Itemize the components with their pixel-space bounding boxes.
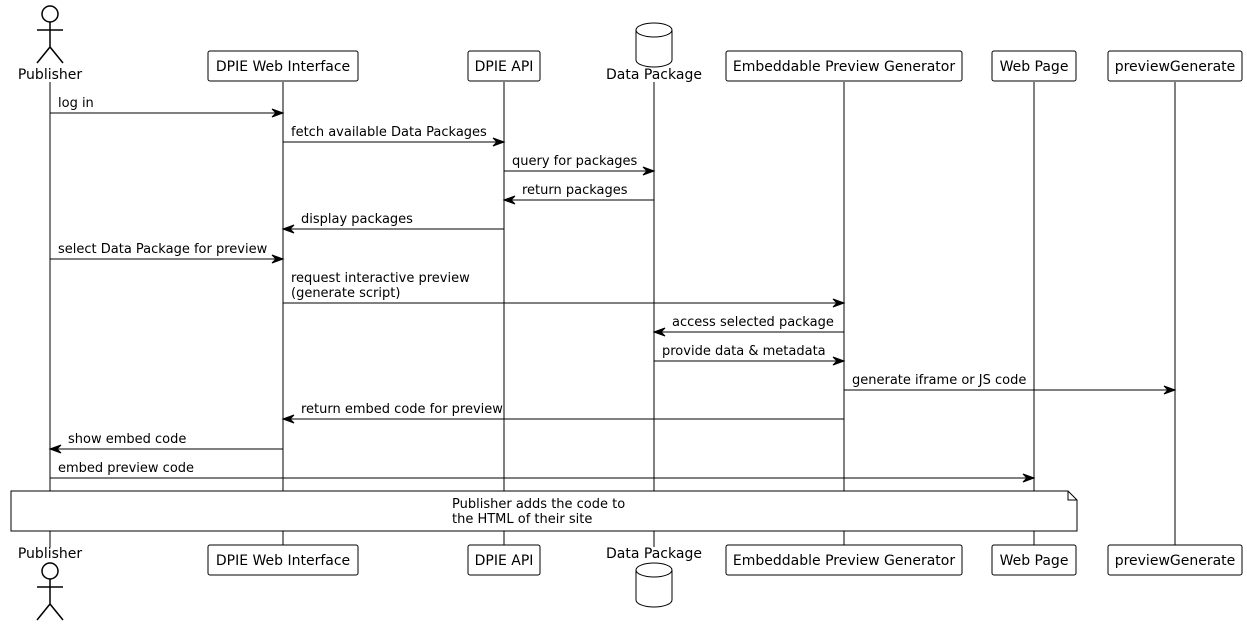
participant-box-frame	[467, 544, 541, 576]
actor-icon	[36, 5, 64, 64]
participant-box-frame	[467, 50, 541, 82]
message: return packages	[502, 183, 654, 205]
participant-box-top: Web Page	[991, 50, 1077, 82]
arrowhead-icon	[281, 414, 295, 424]
arrowhead-icon	[271, 108, 285, 118]
message-label: query for packages	[512, 154, 638, 169]
participant-box-frame	[725, 544, 963, 576]
participant-label: Embeddable Preview Generator	[733, 59, 955, 75]
message: fetch available Data Packages	[283, 125, 506, 147]
participant-label: Data Package	[606, 546, 702, 562]
arrowhead-icon	[502, 195, 516, 205]
participant-label: DPIE Web Interface	[216, 553, 350, 569]
participant-label: Web Page	[1000, 59, 1069, 75]
arrowhead-icon	[1022, 473, 1036, 483]
actor-bottom: Publisher	[18, 546, 83, 621]
lifelines	[49, 82, 1176, 547]
database-icon	[635, 22, 673, 68]
participant-label: previewGenerate	[1115, 553, 1236, 569]
note-text-line: the HTML of their site	[452, 512, 592, 527]
message-label: embed preview code	[58, 461, 194, 476]
participant-label: Publisher	[18, 67, 83, 83]
note-frame	[10, 490, 1078, 532]
participant-box-frame	[207, 544, 359, 576]
database-icon	[635, 562, 673, 608]
arrowhead-icon	[492, 137, 506, 147]
participant-label: Data Package	[606, 67, 702, 83]
arrowhead-icon	[832, 356, 846, 366]
database-top: Data Package	[606, 22, 702, 83]
participant-box-bottom: Embeddable Preview Generator	[725, 544, 963, 576]
message: request interactive preview(generate scr…	[283, 271, 846, 308]
arrowhead-icon	[1163, 385, 1177, 395]
arrowhead-icon	[281, 224, 295, 234]
participants-bottom: Publisher DPIE Web Interface DPIE API Data …	[18, 544, 1243, 621]
message-label: access selected package	[672, 315, 834, 330]
message-label: log in	[58, 96, 94, 111]
participant-box-bottom: DPIE API	[467, 544, 541, 576]
participant-box-bottom: previewGenerate	[1107, 544, 1243, 576]
message: log in	[50, 96, 285, 118]
participant-box-frame	[991, 50, 1077, 82]
arrowhead-icon	[48, 444, 62, 454]
participant-box-top: previewGenerate	[1107, 50, 1243, 82]
participant-label: Web Page	[1000, 553, 1069, 569]
message-label: select Data Package for preview	[58, 242, 268, 257]
message-label: display packages	[301, 212, 413, 227]
note-fold-icon	[1067, 491, 1077, 501]
database-bottom: Data Package	[606, 546, 702, 608]
participant-label: DPIE API	[475, 553, 534, 569]
participant-label: Embeddable Preview Generator	[733, 553, 955, 569]
message-label: show embed code	[68, 432, 186, 447]
message: query for packages	[504, 154, 656, 176]
participant-box-bottom: DPIE Web Interface	[207, 544, 359, 576]
message-label: return embed code for preview	[301, 402, 503, 417]
message-label: (generate script)	[291, 286, 400, 301]
message-label: provide data & metadata	[662, 344, 826, 359]
participant-box-frame	[1107, 544, 1243, 576]
messages: log in fetch available Data Packages query…	[48, 96, 1177, 483]
message: show embed code	[48, 432, 283, 454]
message: generate iframe or JS code	[844, 373, 1177, 395]
participants-top: Publisher DPIE Web Interface DPIE API Data …	[18, 5, 1243, 83]
message-label: return packages	[522, 183, 628, 198]
participant-label: Publisher	[18, 546, 83, 562]
message-label: generate iframe or JS code	[852, 373, 1026, 388]
participant-box-top: DPIE API	[467, 50, 541, 82]
message: embed preview code	[50, 461, 1036, 483]
participant-box-top: DPIE Web Interface	[207, 50, 359, 82]
participant-box-frame	[1107, 50, 1243, 82]
arrowhead-icon	[271, 254, 285, 264]
participant-label: previewGenerate	[1115, 59, 1236, 75]
arrowhead-icon	[642, 166, 656, 176]
arrowhead-icon	[652, 327, 666, 337]
message: display packages	[281, 212, 504, 234]
participant-box-frame	[991, 544, 1077, 576]
message: return embed code for preview	[281, 402, 844, 424]
participant-box-top: Embeddable Preview Generator	[725, 50, 963, 82]
message: select Data Package for preview	[50, 242, 285, 264]
participant-box-frame	[725, 50, 963, 82]
participant-box-frame	[207, 50, 359, 82]
message: access selected package	[652, 315, 844, 337]
actor-top: Publisher	[18, 5, 83, 83]
message-label: request interactive preview	[291, 271, 470, 286]
participant-label: DPIE API	[475, 59, 534, 75]
note-text-line: Publisher adds the code to	[452, 497, 625, 512]
message: provide data & metadata	[654, 344, 846, 366]
actor-icon	[36, 562, 64, 621]
message-label: fetch available Data Packages	[291, 125, 487, 140]
participant-box-bottom: Web Page	[991, 544, 1077, 576]
participant-label: DPIE Web Interface	[216, 59, 350, 75]
arrowhead-icon	[832, 298, 846, 308]
